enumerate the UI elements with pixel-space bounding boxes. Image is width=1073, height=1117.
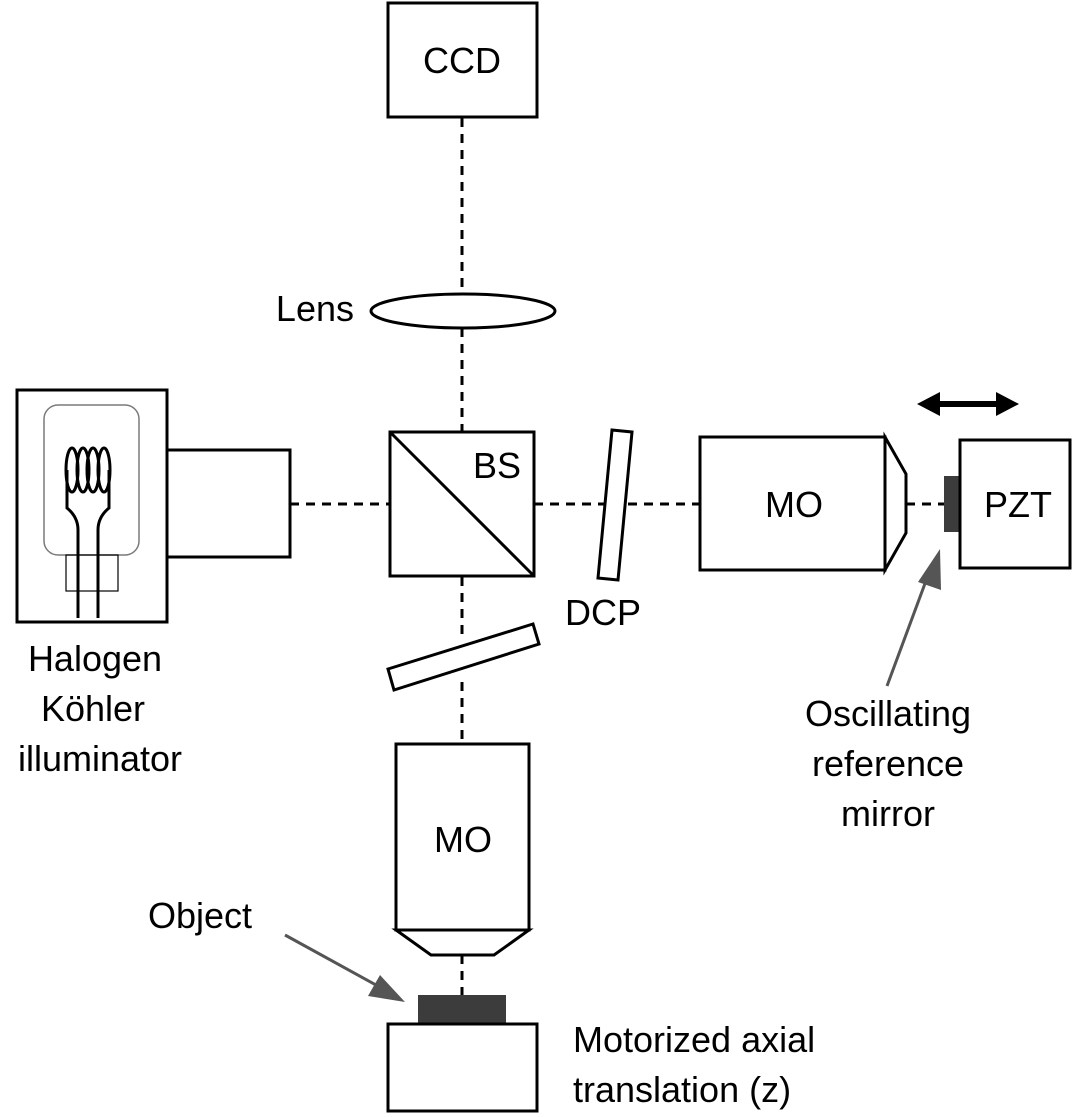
oscillating-label-line3: mirror (841, 793, 935, 834)
oscillating-label-line1: Oscillating (805, 693, 971, 734)
motor-label-line1: Motorized axial (573, 1019, 815, 1060)
mo-bottom-label: MO (434, 819, 492, 860)
reference-mirror (944, 476, 960, 532)
halogen-label-line1: Halogen (28, 638, 162, 679)
motor-label-line2: translation (z) (573, 1069, 791, 1110)
oscillating-label-line2: reference (812, 743, 964, 784)
pzt-label: PZT (984, 484, 1052, 525)
microscope-objective-right: MO (698, 431, 908, 576)
object-label: Object (148, 895, 252, 936)
halogen-illuminator: Halogen Köhler illuminator (15, 388, 292, 779)
halogen-label-line3: illuminator (18, 738, 182, 779)
lamp-bulb-icon (43, 404, 140, 618)
bs-label: BS (473, 445, 521, 486)
beam-splitter: BS (388, 430, 536, 578)
microscope-objective-bottom: MO (391, 742, 534, 957)
lens-label: Lens (276, 288, 354, 329)
compensation-plate (386, 622, 541, 692)
oscillation-arrow-icon (917, 392, 1019, 416)
lens: Lens (276, 288, 557, 330)
pzt-actuator (958, 438, 1072, 570)
ccd-label: CCD (423, 40, 501, 81)
object-sample (418, 995, 506, 1025)
mo-right-label: MO (765, 484, 823, 525)
halogen-label-line2: Köhler (41, 688, 145, 729)
object: Object (148, 895, 506, 1025)
ccd-camera: CCD (386, 1, 539, 119)
dcp-label: DCP (565, 592, 641, 633)
beam-paths (290, 118, 944, 995)
motorized-translation-stage: Motorized axial translation (z) (386, 1019, 815, 1113)
oscillating-mirror-pointer: Oscillating reference mirror (805, 549, 971, 834)
reference-mirror-assembly: PZT (944, 438, 1072, 570)
dispersion-compensating-plate: DCP (565, 428, 641, 633)
